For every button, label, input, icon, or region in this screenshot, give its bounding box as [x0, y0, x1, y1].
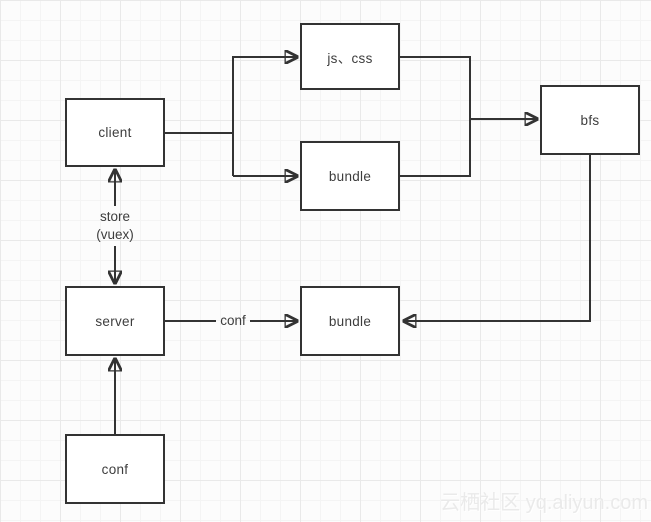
node-bundle-top-label: bundle — [328, 168, 372, 184]
node-conf: conf — [65, 434, 165, 504]
connector-client-jscss — [232, 57, 297, 176]
node-client-label: client — [98, 125, 132, 140]
watermark-text: 云栖社区 yq.aliyun.com — [440, 492, 648, 514]
node-bundle-top: bundle — [300, 141, 400, 211]
edge-label-conf: conf — [220, 313, 246, 328]
node-server: server — [65, 286, 165, 356]
connector-bfs-bundle-bottom — [404, 155, 591, 321]
node-conf-label: conf — [101, 461, 129, 477]
edge-label-store-line1: store — [99, 209, 130, 224]
node-js-css: js、css — [300, 23, 400, 90]
node-bfs-label: bfs — [580, 112, 600, 128]
node-client: client — [65, 98, 165, 167]
edge-label-store-vuex: store (vuex) — [78, 208, 152, 244]
node-js-css-label: js、css — [327, 50, 373, 66]
node-bundle-bottom-label: bundle — [328, 313, 372, 329]
node-server-label: server — [95, 313, 135, 329]
node-bundle-bottom: bundle — [300, 286, 400, 356]
connector-merge — [400, 56, 471, 177]
node-bfs: bfs — [540, 85, 640, 155]
edge-label-store-line2: (vuex) — [96, 227, 134, 242]
